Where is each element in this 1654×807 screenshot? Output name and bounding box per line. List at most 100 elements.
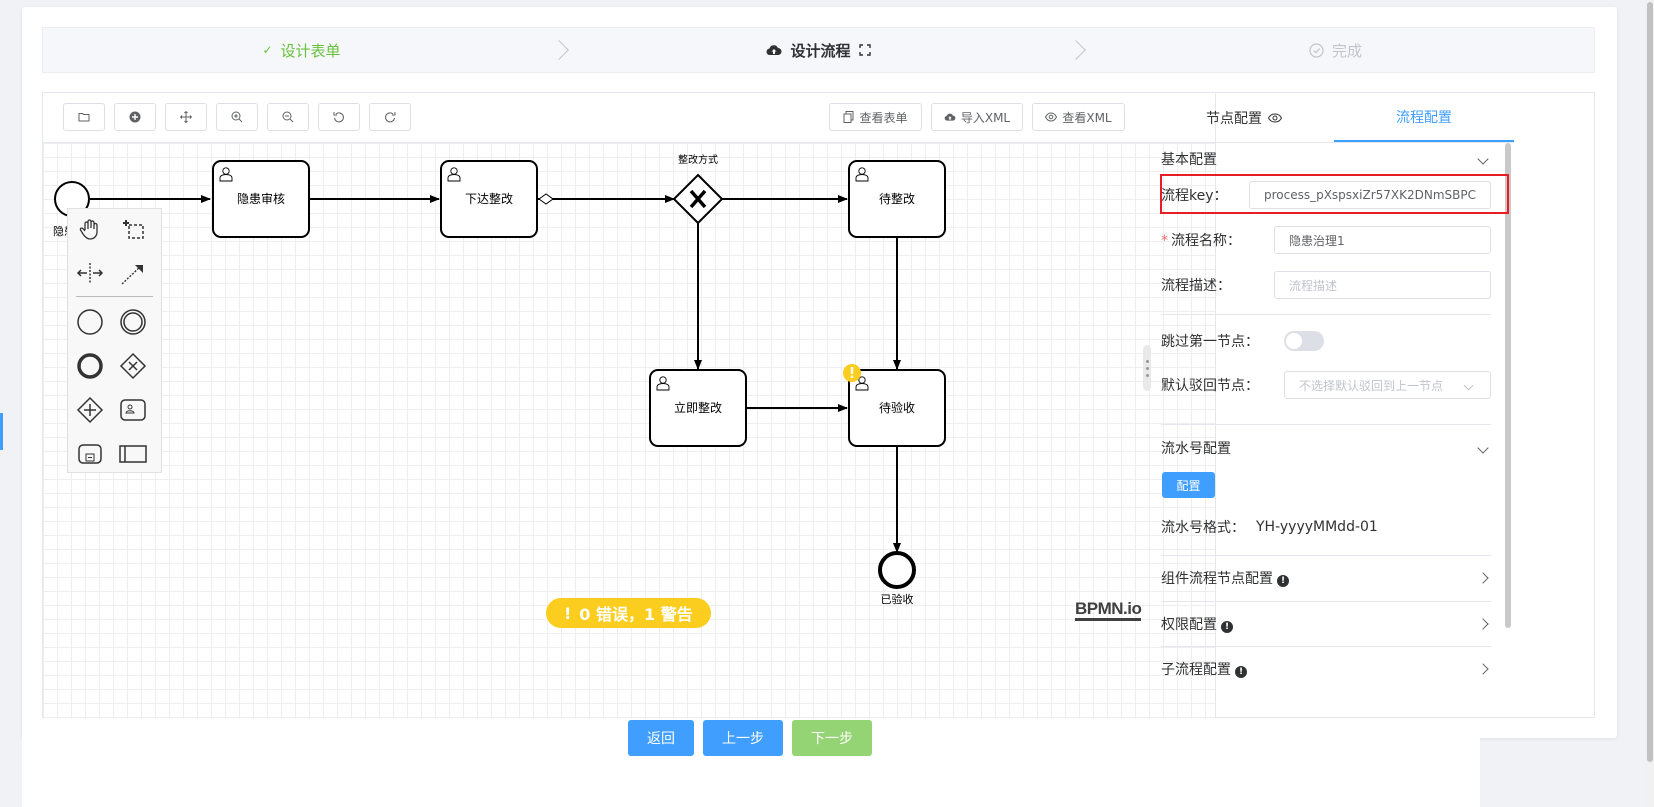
check-icon: ✓ [262, 43, 273, 57]
bpmn-diagram: 隐患 隐患审核 下达整改 待整改 [53, 153, 946, 606]
default-reject-select[interactable]: 不选择默认驳回到上一节点 [1284, 371, 1491, 399]
gateway-label: 整改方式 [678, 153, 718, 166]
scrollbar-thumb[interactable] [1647, 2, 1653, 762]
process-desc-input[interactable]: 流程描述 [1274, 271, 1491, 299]
open-file-button[interactable] [63, 103, 105, 131]
section-title: 权限配置 [1161, 617, 1217, 633]
space-tool-icon[interactable] [73, 256, 107, 290]
panel-scrollbar[interactable] [1505, 143, 1511, 628]
view-xml-button[interactable]: 查看XML [1032, 103, 1125, 131]
resize-handle[interactable] [1143, 345, 1151, 391]
lasso-tool-icon[interactable] [116, 212, 150, 246]
divider [1161, 314, 1491, 315]
properties-panel: 节点配置 流程配置 [1154, 93, 1595, 717]
end-event[interactable] [878, 551, 916, 589]
canvas-area: 查看表单 导入XML 查看XML [43, 93, 1216, 719]
parallel-gateway-tool-icon[interactable] [73, 393, 107, 427]
move-button[interactable] [165, 103, 207, 131]
step-label: 设计表单 [280, 41, 341, 60]
end-event-tool-icon[interactable] [73, 349, 107, 383]
process-name-input[interactable]: 隐患治理1 [1274, 226, 1491, 254]
task-pending-acceptance[interactable]: 待验收 [843, 364, 946, 447]
exclusive-gateway-tool-icon[interactable] [116, 349, 150, 383]
user-task-tool-icon[interactable] [116, 393, 150, 427]
skip-first-node-switch[interactable] [1284, 331, 1324, 351]
step-design-process[interactable]: 设计流程 [560, 40, 1086, 61]
back-button[interactable]: 返回 [628, 720, 694, 756]
step-bar: ✓ 设计表单 设计流程 完成 [42, 27, 1595, 73]
redo-button[interactable] [369, 103, 411, 131]
tab-node-config[interactable]: 节点配置 [1154, 93, 1334, 142]
basic-config-header[interactable]: 基本配置 [1161, 144, 1491, 174]
add-button[interactable] [114, 103, 156, 131]
undo-button[interactable] [318, 103, 360, 131]
info-icon: ! [1235, 666, 1247, 678]
divider [1161, 555, 1491, 556]
chevron-down-icon [1477, 153, 1489, 165]
field-label: 跳过第一节点： [1161, 334, 1259, 350]
tab-label: 流程配置 [1396, 109, 1452, 126]
chevron-down-icon [1477, 442, 1489, 454]
task-immediate-rectification[interactable]: 立即整改 [649, 369, 747, 447]
tool-palette [67, 208, 162, 473]
intermediate-event-tool-icon[interactable] [116, 305, 150, 339]
panel-tabs: 节点配置 流程配置 [1154, 93, 1514, 143]
select-placeholder: 不选择默认驳回到上一节点 [1299, 378, 1444, 393]
step-design-form[interactable]: ✓ 设计表单 [43, 40, 569, 61]
field-label: 流程描述： [1161, 278, 1231, 294]
default-reject-row: 默认驳回节点： 不选择默认驳回到上一节点 [1161, 369, 1491, 401]
fullscreen-icon[interactable] [858, 44, 871, 56]
process-name-row: *流程名称： 隐患治理1 [1161, 224, 1491, 256]
field-label: 默认驳回节点： [1161, 378, 1259, 394]
diagram-canvas[interactable]: 隐患 隐患审核 下达整改 待整改 [43, 143, 1215, 719]
lint-status-text: 0 错误，1 警告 [579, 605, 693, 624]
section-title: 流水号配置 [1161, 441, 1231, 457]
connect-tool-icon[interactable] [116, 256, 150, 290]
permission-config-header[interactable]: 权限配置! [1161, 609, 1491, 639]
prev-step-button[interactable]: 上一步 [703, 720, 783, 756]
folder-icon [78, 113, 90, 122]
tab-label: 节点配置 [1206, 110, 1262, 127]
side-accent [0, 413, 3, 450]
undo-icon [333, 112, 344, 123]
subprocess-config-header[interactable]: 子流程配置! [1161, 654, 1491, 684]
next-step-button[interactable]: 下一步 [792, 720, 872, 756]
check-circle-icon [1309, 42, 1324, 58]
process-config-form: 基本配置 流程key： process_pXspsxiZr57XK2DNmSBP… [1153, 143, 1513, 680]
task-label: 立即整改 [674, 400, 722, 415]
chevron-right-icon [1477, 663, 1489, 675]
task-hazard-review[interactable]: 隐患审核 [212, 160, 310, 238]
step-complete[interactable]: 完成 [1077, 40, 1594, 61]
section-title: 子流程配置 [1161, 662, 1231, 678]
hand-tool-icon[interactable] [73, 212, 107, 246]
page-scrollbar[interactable] [1645, 0, 1654, 807]
start-event-tool-icon[interactable] [73, 305, 107, 339]
zoom-in-button[interactable] [216, 103, 258, 131]
lint-status-badge[interactable]: ! 0 错误，1 警告 [546, 598, 711, 628]
import-xml-button[interactable]: 导入XML [931, 103, 1023, 131]
serial-format-row: 流水号格式： YH-yyyyMMdd-01 [1161, 511, 1491, 543]
divider [1161, 601, 1491, 602]
view-form-label: 查看表单 [859, 110, 908, 125]
view-form-button[interactable]: 查看表单 [829, 103, 922, 131]
tab-process-config[interactable]: 流程配置 [1334, 93, 1514, 142]
serial-config-header[interactable]: 流水号配置 [1161, 433, 1491, 463]
component-node-config-header[interactable]: 组件流程节点配置! [1161, 563, 1491, 593]
task-pending-rectification[interactable]: 待整改 [848, 160, 946, 238]
footer-bar: 返回 上一步 下一步 [22, 720, 1480, 807]
process-key-input[interactable]: process_pXspsxiZr57XK2DNmSBPC [1248, 181, 1491, 209]
pool-tool-icon[interactable] [116, 437, 150, 471]
import-xml-label: 导入XML [960, 110, 1011, 125]
subprocess-tool-icon[interactable] [73, 437, 107, 471]
chevron-down-icon [1463, 380, 1474, 390]
move-icon [180, 111, 192, 123]
task-issue-rectification[interactable]: 下达整改 [440, 160, 538, 238]
sequence-flows [89, 195, 901, 553]
chevron-right-icon [1477, 572, 1489, 584]
serial-config-button[interactable]: 配置 [1162, 472, 1215, 498]
process-key-row: 流程key： process_pXspsxiZr57XK2DNmSBPC [1161, 179, 1491, 211]
zoom-out-button[interactable] [267, 103, 309, 131]
bpmn-io-logo[interactable]: BPMN.io [1075, 600, 1142, 621]
exclusive-gateway[interactable] [672, 173, 724, 225]
step-label: 设计流程 [790, 41, 851, 60]
